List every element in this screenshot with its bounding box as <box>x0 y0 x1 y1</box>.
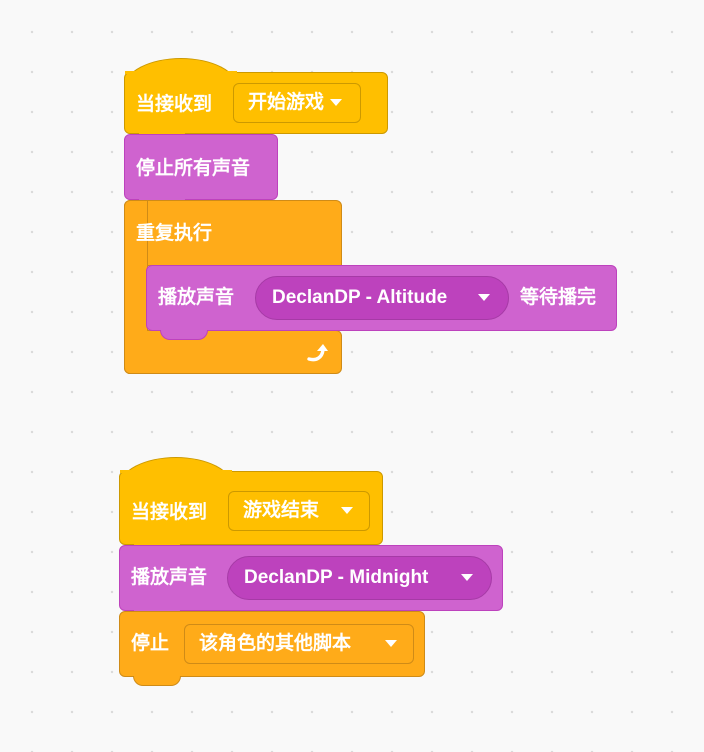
play-sound-block[interactable]: 播放声音 DeclanDP - Midnight <box>119 545 503 621</box>
message-dropdown-value: 开始游戏 <box>248 92 325 113</box>
sound-dropdown-value: DeclanDP - Altitude <box>272 287 448 308</box>
message-dropdown[interactable]: 游戏结束 <box>228 491 370 531</box>
play-sound-label: 播放声音 <box>131 567 208 588</box>
stop-all-sounds-block[interactable]: 停止所有声音 <box>124 134 278 210</box>
sound-dropdown[interactable]: DeclanDP - Altitude <box>255 276 509 320</box>
message-dropdown-value: 游戏结束 <box>243 500 320 521</box>
stop-all-sounds-label: 停止所有声音 <box>136 158 251 179</box>
when-i-receive-label: 当接收到 <box>136 94 213 115</box>
sound-dropdown-value: DeclanDP - Midnight <box>244 567 429 588</box>
play-sound-until-done-block[interactable]: 播放声音 DeclanDP - Altitude 等待播完 <box>146 265 617 341</box>
chevron-down-icon <box>330 99 342 106</box>
sound-dropdown[interactable]: DeclanDP - Midnight <box>227 556 492 600</box>
stop-label: 停止 <box>131 633 170 654</box>
when-i-receive-block[interactable]: 当接收到 游戏结束 <box>119 457 383 555</box>
when-i-receive-block[interactable]: 当接收到 开始游戏 <box>124 58 388 144</box>
chevron-down-icon <box>478 294 490 301</box>
when-i-receive-label: 当接收到 <box>131 502 208 523</box>
forever-label: 重复执行 <box>136 223 213 244</box>
chevron-down-icon <box>461 574 473 581</box>
play-sound-label: 播放声音 <box>158 287 235 308</box>
chevron-down-icon <box>341 507 353 514</box>
stop-option-dropdown[interactable]: 该角色的其他脚本 <box>184 624 414 664</box>
message-dropdown[interactable]: 开始游戏 <box>233 83 361 123</box>
chevron-down-icon <box>385 640 397 647</box>
stop-block[interactable]: 停止 该角色的其他脚本 <box>119 611 427 687</box>
loop-arrow-icon <box>307 344 328 362</box>
until-done-label: 等待播完 <box>520 287 597 308</box>
stop-option-value: 该角色的其他脚本 <box>199 633 352 654</box>
forever-block[interactable]: 重复执行 <box>124 200 344 376</box>
